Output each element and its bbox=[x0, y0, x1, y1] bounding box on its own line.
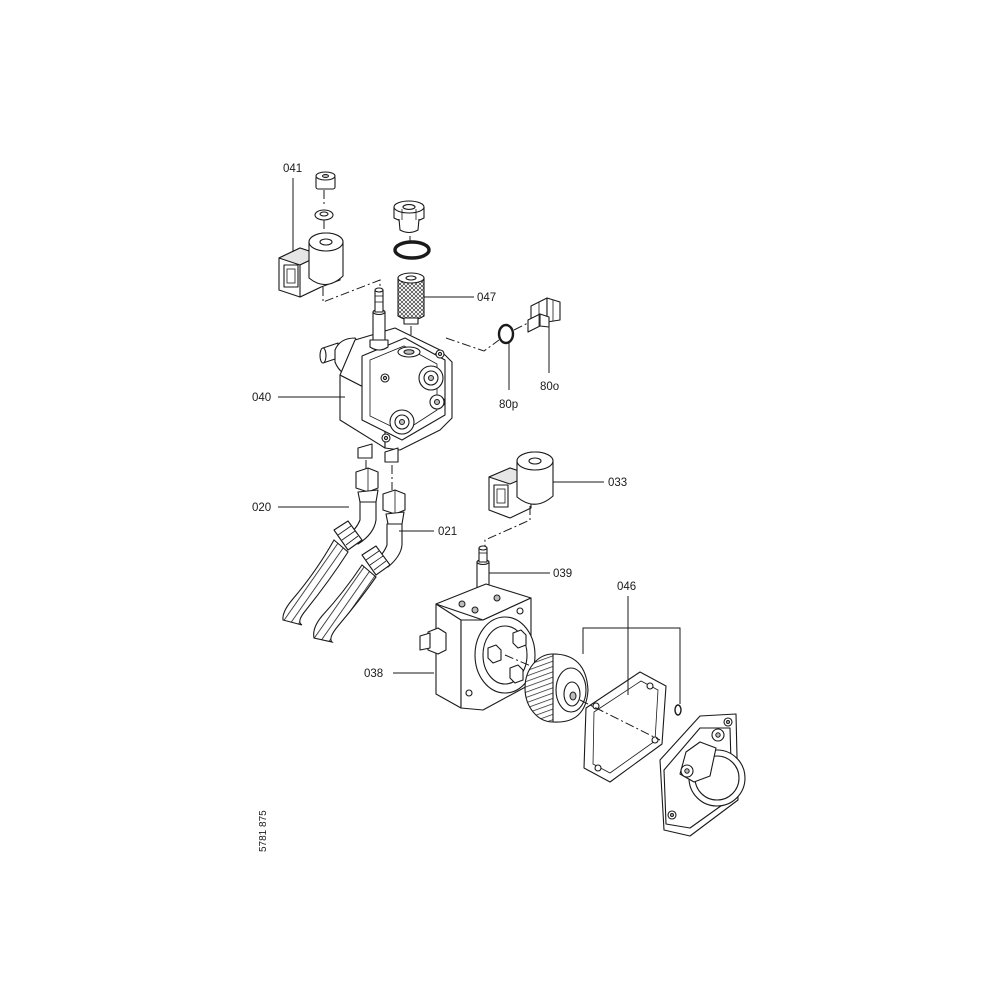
gasket-o-ring bbox=[674, 704, 682, 716]
washer-80p bbox=[497, 323, 515, 345]
hose-020 bbox=[282, 460, 379, 626]
callout-039: 039 bbox=[553, 568, 572, 580]
gasket-046 bbox=[579, 671, 667, 783]
fitting-80o bbox=[527, 297, 561, 333]
filter-mesh bbox=[397, 272, 425, 325]
callout-041: 041 bbox=[283, 163, 302, 175]
document-number: 5781 875 bbox=[258, 810, 269, 852]
hose-021 bbox=[313, 465, 406, 643]
callout-020: 020 bbox=[252, 502, 271, 514]
callout-047: 047 bbox=[477, 292, 496, 304]
oil-pump-040 bbox=[319, 287, 453, 463]
housing-cover bbox=[659, 713, 746, 837]
filter-o-ring bbox=[393, 240, 431, 260]
callout-033: 033 bbox=[608, 477, 627, 489]
callout-046: 046 bbox=[617, 581, 636, 593]
valve-stem-039 bbox=[476, 545, 490, 591]
callout-021: 021 bbox=[438, 526, 457, 538]
coupling-gear bbox=[504, 653, 589, 723]
leader-lines bbox=[278, 178, 681, 704]
coil-nut bbox=[315, 171, 336, 190]
flange-bolts bbox=[487, 629, 527, 684]
callout-80p: 80p bbox=[499, 399, 518, 411]
filter-cap bbox=[393, 200, 425, 234]
solenoid-coil-041 bbox=[278, 171, 381, 303]
solenoid-coil-033 bbox=[484, 451, 554, 550]
callout-038: 038 bbox=[364, 668, 383, 680]
filter-047 bbox=[393, 200, 431, 344]
oil-pump-038 bbox=[419, 545, 536, 711]
callout-80o: 80o bbox=[540, 381, 559, 393]
callout-040: 040 bbox=[252, 392, 271, 404]
coil-washer bbox=[314, 209, 334, 221]
